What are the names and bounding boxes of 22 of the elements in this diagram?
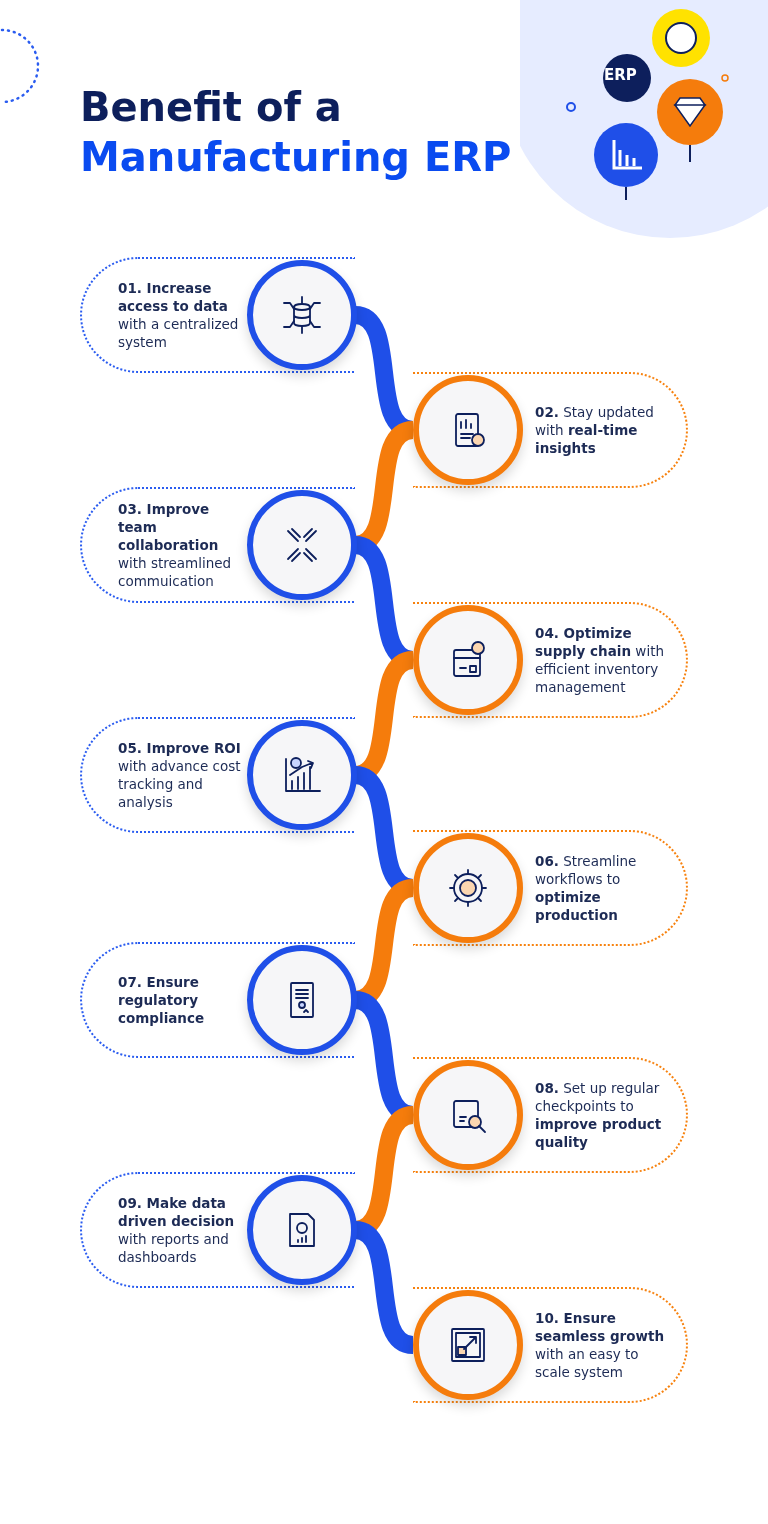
benefit-panel	[80, 487, 355, 603]
benefit-panel	[80, 1172, 355, 1288]
benefit-panel	[413, 1057, 688, 1173]
benefit-text: 10. Ensure seamless growth with an easy to scale system	[535, 1309, 666, 1381]
benefit-text: 08. Set up regular checkpoints to improve product quality	[535, 1079, 663, 1151]
benefit-panel	[413, 830, 688, 946]
benefit-panel	[80, 942, 355, 1058]
benefit-text: 05. Improve ROI with advance cost tracking and analysis	[118, 739, 242, 811]
benefit-text: 04. Optimize supply chain with efficient inventory management	[535, 624, 665, 696]
benefit-panel	[413, 372, 688, 488]
benefit-panel	[80, 717, 355, 833]
benefit-text: 09. Make data driven decision with reports and dashboards	[118, 1194, 236, 1266]
erp-label: ERP	[604, 66, 637, 84]
benefit-panel	[80, 257, 355, 373]
benefit-panel	[413, 1287, 688, 1403]
benefit-text: 02. Stay updated with real-time insights	[535, 403, 655, 457]
title: Benefit of a Manufacturing ERP	[80, 83, 513, 182]
benefit-panel	[413, 602, 688, 718]
benefit-text: 06. Streamline workflows to optimize production	[535, 852, 638, 924]
benefit-text: 03. Improve team collaboration with streamlined commuication	[118, 500, 233, 590]
benefit-text: 01. Increase access to data with a centralized system	[118, 279, 240, 351]
benefit-text: 07. Ensure regulatory compliance	[118, 973, 206, 1027]
